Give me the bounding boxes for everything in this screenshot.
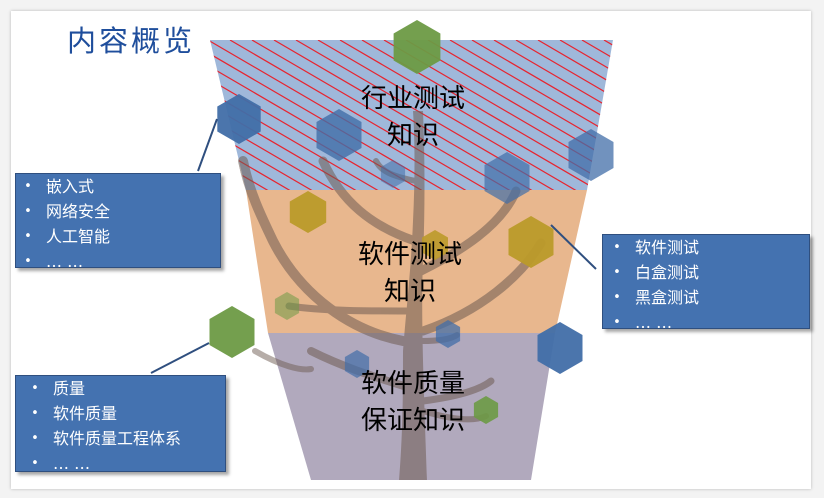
hexagon-shape <box>393 20 441 74</box>
callout-industry-testing: •嵌入式 •网络安全 •人工智能 •… … <box>15 173 221 271</box>
slide-title: 内容概览 <box>67 24 196 58</box>
bullet-icon: • <box>613 240 621 255</box>
hatch-line <box>515 40 613 190</box>
hexagon-shape <box>217 94 261 144</box>
bullet-icon: • <box>24 229 32 244</box>
bullet-icon: • <box>31 406 39 421</box>
hatch-line <box>229 40 591 190</box>
bullet-icon: • <box>31 431 39 446</box>
hatch-line <box>317 40 613 190</box>
list-item: •网络安全 <box>21 199 220 224</box>
hatch-line <box>251 40 613 190</box>
funnel-top-label-line1: 行业测试 <box>361 84 465 114</box>
list-item: •… … <box>21 249 220 274</box>
hexagon-decorations <box>209 20 614 424</box>
hatch-line <box>581 40 613 190</box>
hatch-line <box>210 40 547 190</box>
hatch-line <box>210 40 481 190</box>
hatch-line <box>648 40 811 250</box>
callout-quality-assurance: •质量 •软件质量 •软件质量工程体系 •… … <box>15 375 226 473</box>
hatch-line <box>210 40 437 190</box>
hexagon-shape <box>508 216 554 268</box>
hexagon-shape <box>422 230 448 260</box>
hatch-line <box>383 40 613 190</box>
hexagon-shape <box>473 396 499 424</box>
hatch-line <box>210 40 459 190</box>
bullet-icon: • <box>24 254 32 269</box>
hatch-line <box>449 40 613 190</box>
hatch-line <box>273 40 613 190</box>
tree-branch-left <box>252 348 314 373</box>
list-item: •嵌入式 <box>21 174 220 199</box>
list-item: •软件质量 <box>28 401 225 426</box>
hexagon-shape <box>209 306 255 358</box>
list-item: •黑盒测试 <box>610 285 809 310</box>
hatch-line <box>603 40 613 190</box>
bullet-icon: • <box>31 381 39 396</box>
hexagon-shape <box>316 109 362 161</box>
funnel-band-top <box>210 40 613 190</box>
funnel-middle-label-line2: 知识 <box>384 277 436 307</box>
list-item: •软件测试 <box>610 235 809 260</box>
connector-line-quality <box>150 342 210 374</box>
hatch-line <box>471 40 613 190</box>
funnel-bottom-label-line2: 保证知识 <box>361 406 465 436</box>
connector-line-testing <box>550 224 597 270</box>
list-item: •人工智能 <box>21 224 220 249</box>
list-item: •质量 <box>28 376 225 401</box>
hexagon-shape <box>274 292 300 320</box>
hatch-line <box>339 40 613 190</box>
bullet-icon: • <box>613 265 621 280</box>
hatch-line <box>361 40 613 190</box>
list-item: •… … <box>28 451 225 476</box>
bullet-icon: • <box>613 315 621 330</box>
hatch-line <box>210 40 569 190</box>
bullet-icon: • <box>24 204 32 219</box>
top-band-hatching <box>210 40 811 250</box>
funnel-top-label-line2: 知识 <box>387 121 439 151</box>
bullet-icon: • <box>24 179 32 194</box>
hatch-line <box>493 40 613 190</box>
hexagon-shape <box>435 320 461 348</box>
list-item: •白盒测试 <box>610 260 809 285</box>
hatch-line <box>537 40 613 190</box>
bullet-icon: • <box>31 456 39 471</box>
hatch-line <box>295 40 613 190</box>
hexagon-shape <box>537 322 583 374</box>
callout-software-testing: •软件测试 •白盒测试 •黑盒测试 •… … <box>602 234 810 332</box>
hexagon-shape <box>380 160 406 188</box>
hexagon-shape <box>289 191 327 233</box>
funnel-middle-label-line1: 软件测试 <box>358 240 462 270</box>
list-item: •软件质量工程体系 <box>28 426 225 451</box>
hexagon-shape <box>344 350 370 378</box>
connector-line-industry <box>197 118 218 172</box>
hexagon-shape <box>484 152 530 204</box>
funnel-bottom-label-line1: 软件质量 <box>361 369 465 399</box>
funnel-diagram: 行业测试 知识 软件测试 知识 软件质量 保证知识 <box>150 20 811 480</box>
hexagon-shape <box>568 129 614 181</box>
bullet-icon: • <box>613 290 621 305</box>
list-item: •… … <box>610 310 809 335</box>
hatch-line <box>626 40 811 250</box>
